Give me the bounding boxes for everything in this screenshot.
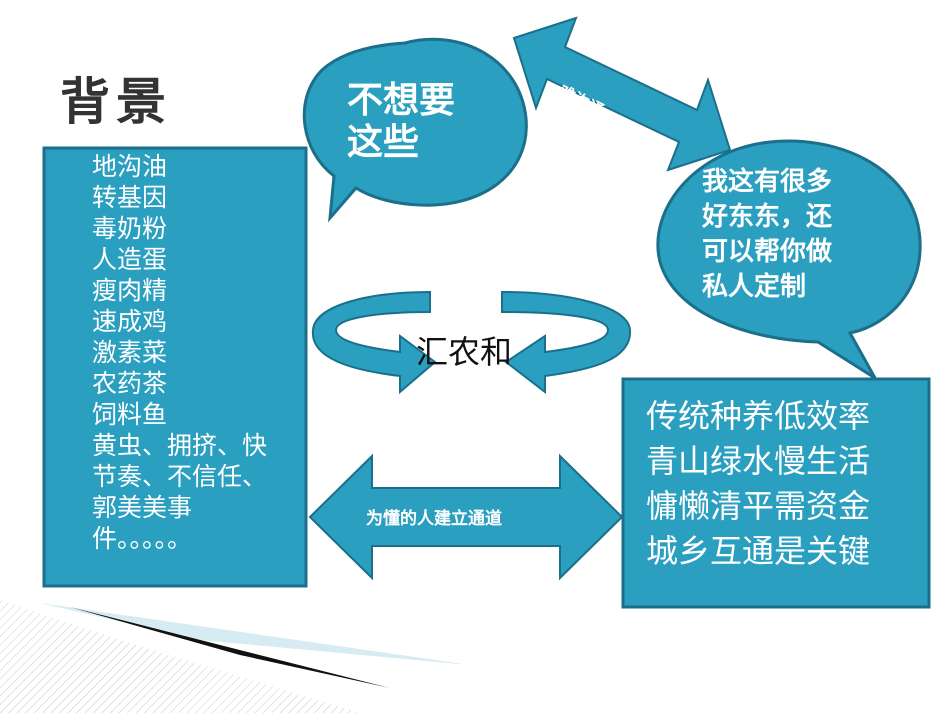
middle-arrow-label: 为懂的人建立通道 bbox=[366, 509, 502, 529]
list-item: 节奏、不信任、 bbox=[92, 462, 268, 491]
list-item: 速成鸡 bbox=[92, 307, 168, 336]
list-item: 毒奶粉 bbox=[92, 214, 168, 243]
top-double-arrow bbox=[512, 16, 732, 172]
speech-bubble-left bbox=[302, 37, 528, 223]
right-text-box bbox=[621, 377, 931, 609]
bubble-right-line: 好东东，还 bbox=[702, 202, 833, 232]
page-title: 背景 bbox=[60, 72, 172, 131]
right-box-line: 城乡互通是关键 bbox=[646, 532, 871, 570]
bubble-left-text: 不想要 这些 bbox=[347, 80, 455, 164]
cycle-arrows bbox=[311, 290, 632, 395]
right-box-line: 慵懒清平需资金 bbox=[646, 487, 871, 525]
right-box-line: 青山绿水慢生活 bbox=[646, 442, 871, 480]
speech-bubble-right bbox=[656, 139, 922, 380]
list-item: 农药茶 bbox=[92, 369, 168, 398]
list-item: 黄虫、拥挤、快 bbox=[92, 431, 268, 460]
list-item: 件。。。。。 bbox=[92, 524, 193, 553]
list-item: 转基因 bbox=[92, 183, 168, 212]
list-item: 人造蛋 bbox=[92, 245, 168, 274]
left-list: 地沟油 转基因 毒奶粉 人造蛋 瘦肉精 速成鸡 激素菜 农药茶 饲料鱼 黄虫、拥… bbox=[92, 151, 307, 554]
bubble-right-line: 可以帮你做 bbox=[702, 237, 833, 267]
middle-double-arrow bbox=[308, 453, 624, 581]
bubble-right-line: 我这有很多 bbox=[702, 167, 833, 197]
left-list-box bbox=[42, 146, 308, 588]
right-box-line: 传统种养低效率 bbox=[646, 397, 871, 435]
list-item: 饲料鱼 bbox=[92, 400, 168, 429]
list-item: 瘦肉精 bbox=[92, 276, 168, 305]
list-item: 郭美美事 bbox=[92, 493, 193, 522]
list-item: 地沟油 bbox=[92, 152, 168, 181]
bubble-right-text: 我这有很多 好东东，还 可以帮你做 私人定制 bbox=[702, 165, 832, 305]
bubble-right-line: 私人定制 bbox=[702, 272, 807, 302]
right-box-text: 传统种养低效率 青山绿水慢生活 慵懒清平需资金 城乡互通是关键 bbox=[646, 394, 870, 574]
center-label: 汇农和 bbox=[416, 333, 513, 371]
bubble-left-line: 这些 bbox=[347, 122, 420, 163]
bubble-left-line: 不想要 bbox=[347, 80, 456, 121]
decorative-swoosh bbox=[0, 600, 470, 713]
list-item: 激素菜 bbox=[92, 338, 168, 367]
